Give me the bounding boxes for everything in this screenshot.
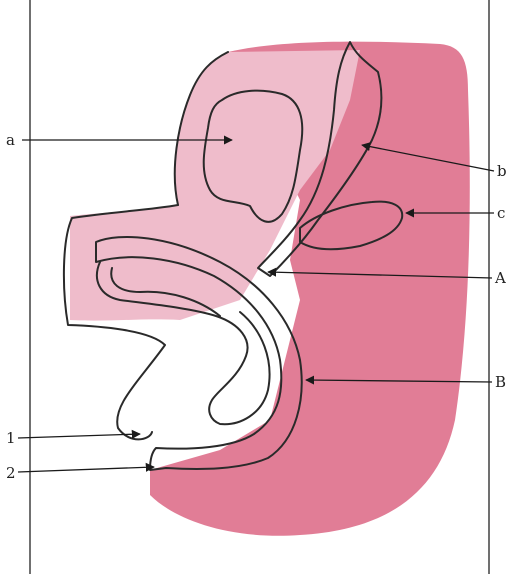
label-c: c	[497, 204, 505, 222]
leader-2	[18, 467, 154, 472]
label-A: A	[494, 269, 506, 287]
label-B: B	[495, 373, 506, 391]
label-2: 2	[6, 464, 16, 482]
leader-1	[18, 434, 140, 438]
label-a: a	[6, 131, 15, 149]
label-b: b	[497, 162, 507, 180]
label-1: 1	[6, 429, 16, 447]
